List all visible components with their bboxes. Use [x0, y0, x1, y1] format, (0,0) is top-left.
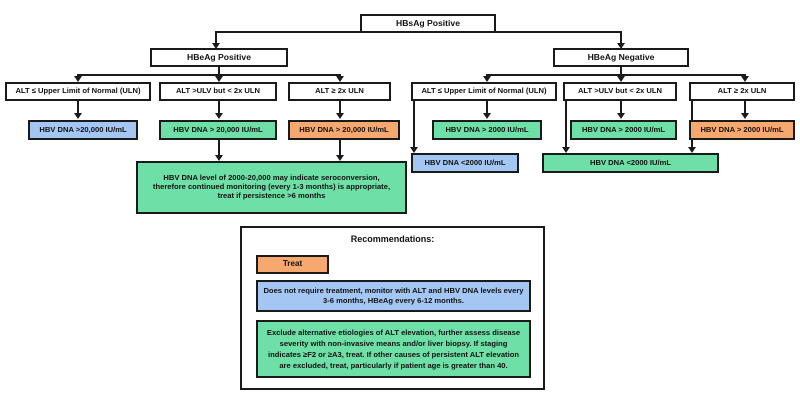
- connector-neg-c2-low: [565, 101, 567, 149]
- node-pos-result-3-label: HBV DNA > 20,000 IU/mL: [299, 124, 389, 134]
- node-pos-result-1[interactable]: HBV DNA >20,000 IU/mL: [28, 120, 138, 140]
- connector-pos-c3-r3: [339, 101, 341, 115]
- node-hbeag-negative[interactable]: HBeAg Negative: [553, 48, 689, 67]
- node-neg-low-1-label: HBV DNA <2000 IU/mL: [424, 157, 506, 167]
- arrow-pos-r3-note: [336, 155, 344, 161]
- arrow-positive-col3: [336, 76, 344, 82]
- legend-treat-label: Treat: [282, 259, 303, 269]
- arrow-pos-c2-r2: [215, 113, 223, 119]
- arrow-negative-col3: [741, 76, 749, 82]
- arrow-neg-c3-low: [688, 147, 696, 153]
- recommendations-title: Recommendations:: [350, 234, 435, 244]
- connector-root-to-positive: [215, 31, 217, 46]
- arrow-neg-c2-r2: [617, 113, 625, 119]
- node-pos-alt-normal[interactable]: ALT ≤ Upper Limit of Normal (ULN): [5, 82, 151, 101]
- arrow-neg-c2-low: [562, 147, 570, 153]
- connector-negative-stem: [620, 67, 622, 74]
- connector-root-left-bus: [215, 31, 361, 33]
- node-neg-alt-mid-label: ALT >ULV but < 2x ULN: [577, 86, 663, 96]
- connector-pos-r2-note: [218, 140, 220, 157]
- legend-monitor-label: Does not require treatment, monitor with…: [263, 285, 524, 305]
- node-neg-result-2[interactable]: HBV DNA > 2000 IU/mL: [570, 120, 677, 140]
- legend-evaluate[interactable]: Exclude alternative etiologies of ALT el…: [256, 320, 531, 378]
- node-neg-low-1[interactable]: HBV DNA <2000 IU/mL: [411, 153, 519, 173]
- node-pos-alt-high-label: ALT ≥ 2x ULN: [315, 86, 364, 96]
- arrow-negative-col2: [617, 76, 625, 82]
- arrow-pos-r2-note: [215, 155, 223, 161]
- arrow-positive-col2: [215, 76, 223, 82]
- node-neg-result-1[interactable]: HBV DNA > 2000 IU/mL: [432, 120, 542, 140]
- connector-pos-r3-note: [339, 140, 341, 157]
- arrow-pos-c3-r3: [336, 113, 344, 119]
- connector-neg-c1-r1: [486, 101, 488, 115]
- node-neg-alt-normal-label: ALT ≤ Upper Limit of Normal (ULN): [421, 86, 547, 96]
- connector-root-to-negative: [620, 31, 622, 46]
- node-pos-alt-mid[interactable]: ALT >ULV but < 2x ULN: [159, 82, 277, 101]
- node-neg-result-2-label: HBV DNA > 2000 IU/mL: [581, 124, 666, 134]
- node-neg-low-2-label: HBV DNA <2000 IU/mL: [590, 157, 671, 167]
- legend-treat[interactable]: Treat: [256, 255, 329, 274]
- connector-neg-c2-r2: [620, 101, 622, 115]
- node-pos-alt-normal-label: ALT ≤ Upper Limit of Normal (ULN): [15, 86, 141, 96]
- legend-monitor[interactable]: Does not require treatment, monitor with…: [256, 280, 531, 312]
- node-hbsag-positive-label: HBsAg Positive: [396, 18, 460, 29]
- connector-neg-c1-low: [413, 101, 415, 149]
- connector-pos-c2-r2: [218, 101, 220, 115]
- node-pos-result-2-label: HBV DNA > 20,000 IU/mL: [173, 124, 263, 134]
- node-pos-result-2[interactable]: HBV DNA > 20,000 IU/mL: [159, 120, 277, 140]
- recommendations-panel: Recommendations: Treat Does not require …: [240, 226, 545, 390]
- arrow-positive-col1: [74, 76, 82, 82]
- arrow-neg-c3-r3: [741, 113, 749, 119]
- node-pos-seroconversion-note-label: HBV DNA level of 2000-20,000 may indicat…: [152, 173, 391, 200]
- arrow-neg-c1-r1: [483, 113, 491, 119]
- node-neg-result-1-label: HBV DNA > 2000 IU/mL: [445, 124, 529, 134]
- node-pos-result-3[interactable]: HBV DNA > 20,000 IU/mL: [288, 120, 400, 140]
- node-neg-result-3[interactable]: HBV DNA > 2000 IU/mL: [689, 120, 795, 140]
- node-hbsag-positive[interactable]: HBsAg Positive: [360, 14, 496, 33]
- connector-negative-bus: [486, 74, 745, 76]
- legend-evaluate-label: Exclude alternative etiologies of ALT el…: [266, 328, 521, 370]
- node-neg-low-2[interactable]: HBV DNA <2000 IU/mL: [542, 153, 719, 173]
- node-hbeag-positive[interactable]: HBeAg Positive: [150, 48, 288, 67]
- node-pos-alt-mid-label: ALT >ULV but < 2x ULN: [175, 86, 261, 96]
- connector-pos-c1-r1: [77, 101, 79, 115]
- connector-neg-c3-r3: [744, 101, 746, 115]
- node-pos-seroconversion-note[interactable]: HBV DNA level of 2000-20,000 may indicat…: [136, 161, 407, 214]
- arrow-neg-c1-low: [410, 147, 418, 153]
- arrow-root-to-negative: [617, 43, 625, 49]
- node-neg-alt-normal[interactable]: ALT ≤ Upper Limit of Normal (ULN): [411, 82, 557, 101]
- arrow-negative-col1: [483, 76, 491, 82]
- arrow-pos-c1-r1: [74, 113, 82, 119]
- node-hbeag-positive-label: HBeAg Positive: [187, 52, 251, 63]
- node-pos-result-1-label: HBV DNA >20,000 IU/mL: [39, 124, 127, 134]
- connector-positive-stem: [218, 67, 220, 74]
- connector-root-right-bus: [495, 31, 622, 33]
- node-hbeag-negative-label: HBeAg Negative: [587, 52, 655, 63]
- arrow-root-to-positive: [212, 43, 220, 49]
- node-pos-alt-high[interactable]: ALT ≥ 2x ULN: [288, 82, 391, 101]
- node-neg-result-3-label: HBV DNA > 2000 IU/mL: [700, 124, 784, 134]
- node-neg-alt-mid[interactable]: ALT >ULV but < 2x ULN: [563, 82, 677, 101]
- node-neg-alt-high-label: ALT ≥ 2x ULN: [717, 86, 767, 96]
- node-neg-alt-high[interactable]: ALT ≥ 2x ULN: [689, 82, 795, 101]
- connector-positive-bus: [77, 74, 340, 76]
